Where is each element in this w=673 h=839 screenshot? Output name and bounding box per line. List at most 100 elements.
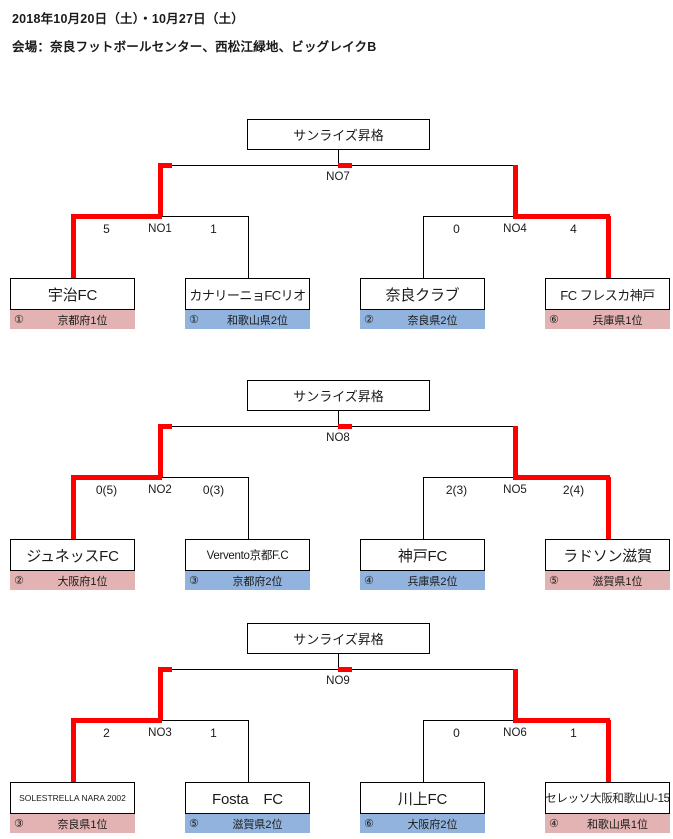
winner-line-bar-NO5 — [513, 475, 610, 480]
team-name: 川上FC — [360, 782, 485, 814]
team-qualifier: 兵庫県1位 — [592, 314, 643, 327]
winner-line-riser-NO4 — [513, 165, 518, 216]
team-name: Vervento京都F.C — [185, 539, 310, 571]
final-match-label-2: NO8 — [326, 432, 350, 444]
final-stem-2 — [338, 411, 339, 426]
team-qualifier: 兵庫県2位 — [407, 575, 458, 588]
winner-line-drop-NO6 — [605, 720, 611, 784]
team-name: 奈良クラブ — [360, 278, 485, 310]
winner-line-final-stub-NO3 — [158, 667, 172, 672]
score-right-NO5: 2(4) — [562, 483, 585, 497]
drop-right-NO1 — [247, 216, 249, 278]
score-left-NO3: 2 — [103, 726, 110, 740]
team-seed-strip: ③ 京都府2位 — [185, 571, 310, 590]
winner-line-riser-NO2 — [158, 426, 163, 477]
team-name: ジュネッスFC — [10, 539, 135, 571]
team-seed-number: ② — [364, 314, 374, 326]
team-seed-number: ② — [14, 575, 24, 587]
bracket-title-box-1: サンライズ昇格 — [247, 119, 430, 150]
drop-right-NO3 — [247, 720, 249, 782]
winner-line-riser-NO6 — [513, 669, 518, 720]
team-seed-number: ⑤ — [549, 575, 559, 587]
team-name: セレッソ大阪和歌山U-15 — [545, 782, 670, 814]
drop-left-NO4 — [422, 216, 424, 278]
team-name: FC フレスカ神戸 — [545, 278, 670, 310]
score-left-NO1: 5 — [103, 222, 110, 236]
team-seed-number: ① — [14, 314, 24, 326]
team-name: 宇治FC — [10, 278, 135, 310]
match-label-NO3: NO3 — [148, 727, 172, 739]
score-left-NO5: 2(3) — [445, 483, 468, 497]
winner-line-final-stub-NO1 — [158, 163, 172, 168]
score-right-NO6: 1 — [570, 726, 577, 740]
score-right-NO2: 0(3) — [202, 483, 225, 497]
team-name: カナリーニョFCリオ — [185, 278, 310, 310]
winner-line-bar-NO1 — [70, 214, 162, 219]
score-left-NO6: 0 — [453, 726, 460, 740]
team-seed-strip: ① 京都府1位 — [10, 310, 135, 329]
team-seed-number: ⑥ — [549, 314, 559, 326]
winner-line-drop-NO3 — [70, 720, 76, 784]
team-seed-strip: ⑤ 滋賀県1位 — [545, 571, 670, 590]
team-qualifier: 滋賀県1位 — [592, 575, 643, 588]
score-right-NO4: 4 — [570, 222, 577, 236]
winner-line-final-stub-NO6 — [338, 667, 352, 672]
team-box: Vervento京都F.C ③ 京都府2位 — [185, 539, 310, 590]
winner-line-drop-NO5 — [605, 477, 611, 541]
match-label-NO4: NO4 — [503, 223, 527, 235]
final-bar-2 — [160, 426, 515, 427]
bracket-1: サンライズ昇格 NO7 5 NO1 1 宇治FC ① 京都府1位 カナリーニョFCリオ ① 和歌山県… — [0, 105, 673, 335]
team-qualifier: 和歌山県2位 — [226, 314, 289, 327]
winner-line-riser-NO1 — [158, 165, 163, 216]
score-left-NO4: 0 — [453, 222, 460, 236]
winner-line-drop-NO1 — [70, 216, 76, 280]
tournament-date: 2018年10月20日（土）・10月27日（土） — [12, 12, 244, 26]
team-box: カナリーニョFCリオ ① 和歌山県2位 — [185, 278, 310, 329]
winner-line-final-stub-NO2 — [158, 424, 172, 429]
team-box: 宇治FC ① 京都府1位 — [10, 278, 135, 329]
winner-line-bar-NO3 — [70, 718, 162, 723]
match-label-NO5: NO5 — [503, 484, 527, 496]
team-qualifier: 京都府2位 — [232, 575, 283, 588]
score-right-NO1: 1 — [210, 222, 217, 236]
winner-line-bar-NO4 — [513, 214, 610, 219]
team-seed-number: ① — [189, 314, 199, 326]
winner-line-drop-NO2 — [70, 477, 76, 541]
match-label-NO1: NO1 — [148, 223, 172, 235]
team-name: SOLESTRELLA NARA 2002 — [10, 782, 135, 814]
drop-left-NO6 — [422, 720, 424, 782]
final-bar-1 — [160, 165, 515, 166]
winner-line-bar-NO2 — [70, 475, 162, 480]
score-right-NO3: 1 — [210, 726, 217, 740]
winner-line-final-stub-NO5 — [338, 424, 352, 429]
bracket-title-box-2: サンライズ昇格 — [247, 380, 430, 411]
team-name: Fosta FC — [185, 782, 310, 814]
team-box: FC フレスカ神戸 ⑥ 兵庫県1位 — [545, 278, 670, 329]
team-seed-number: ③ — [189, 575, 199, 587]
team-name: 神戸FC — [360, 539, 485, 571]
winner-line-bar-NO6 — [513, 718, 610, 723]
team-box: ラドソン滋賀 ⑤ 滋賀県1位 — [545, 539, 670, 590]
winner-line-riser-NO5 — [513, 426, 518, 477]
team-qualifier: 京都府1位 — [57, 314, 108, 327]
winner-line-drop-NO4 — [605, 216, 611, 280]
final-match-label-3: NO9 — [326, 675, 350, 687]
winner-line-riser-NO3 — [158, 669, 163, 720]
final-bar-3 — [160, 669, 515, 670]
tournament-venue: 会場：奈良フットボールセンター、西松江緑地、ビッグレイクB — [12, 40, 377, 54]
bracket-title-box-3: サンライズ昇格 — [247, 623, 430, 654]
winner-line-final-stub-NO4 — [338, 163, 352, 168]
final-match-label-1: NO7 — [326, 171, 350, 183]
score-left-NO2: 0(5) — [95, 483, 118, 497]
team-name: ラドソン滋賀 — [545, 539, 670, 571]
final-stem-3 — [338, 654, 339, 669]
